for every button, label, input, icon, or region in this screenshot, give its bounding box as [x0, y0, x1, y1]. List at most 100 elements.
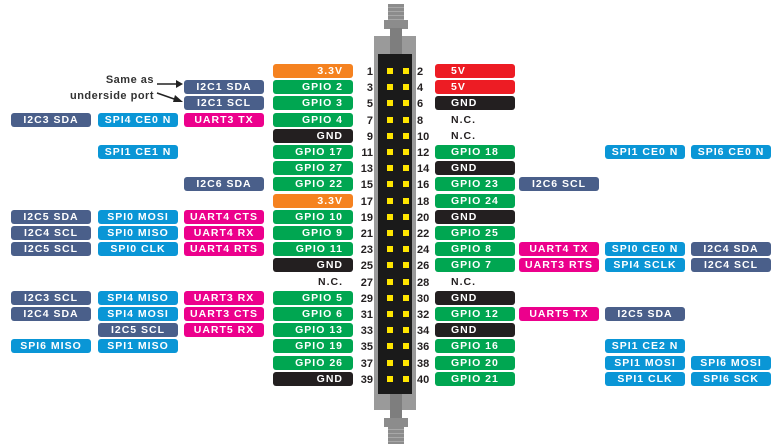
pin-number-28: 28	[417, 277, 430, 289]
pin-label-34: GND	[435, 323, 515, 337]
pin-label-38: GPIO 20	[435, 356, 515, 370]
alt-function-spi-pin-19: SPI0 MOSI	[98, 210, 178, 224]
header-top-stem	[388, 4, 404, 21]
alt-function-i2c-pin-3: I2C1 SDA	[184, 80, 264, 94]
pin-8-contact	[403, 116, 409, 123]
pin-label-26: GPIO 7	[435, 258, 515, 272]
pin-number-19: 19	[360, 212, 373, 224]
alt-function-uart-pin-23: UART4 RTS	[184, 242, 264, 256]
alt-function-i2c-pin-16: I2C6 SCL	[519, 177, 599, 191]
pin-label-32: GPIO 12	[435, 307, 515, 321]
pin-label-8: N.C.	[451, 114, 476, 126]
pin-number-15: 15	[360, 179, 373, 191]
pin-number-14: 14	[417, 163, 430, 175]
header-top-neck	[390, 28, 402, 54]
pin-9-contact	[387, 132, 393, 139]
pin-number-26: 26	[417, 260, 430, 272]
alt-function-uart-pin-33: UART5 RX	[184, 323, 264, 337]
pin-label-36: GPIO 16	[435, 339, 515, 353]
header-bottom-collar	[384, 418, 408, 427]
pin-label-1: 3.3V	[273, 64, 353, 78]
arrow-icon	[156, 80, 183, 102]
pin-6-contact	[403, 100, 409, 107]
alt-function-i2c-pin-15: I2C6 SDA	[184, 177, 264, 191]
pin-number-32: 32	[417, 309, 430, 321]
pin-label-7: GPIO 4	[273, 113, 353, 127]
alt-function-i2c-pin-21: I2C4 SCL	[11, 226, 91, 240]
pin-34-contact	[403, 327, 409, 334]
pin-4-contact	[403, 84, 409, 91]
alt-function-uart-pin-19: UART4 CTS	[184, 210, 264, 224]
pin-2-contact	[403, 68, 409, 74]
pin-number-13: 13	[360, 163, 373, 175]
alt-function-i2c-pin-23: I2C5 SCL	[11, 242, 91, 256]
pin-37-contact	[387, 359, 393, 366]
pin-label-30: GND	[435, 291, 515, 305]
pin-number-4: 4	[417, 82, 424, 94]
pin-35-contact	[387, 343, 393, 350]
alt-function-i2c-pin-5: I2C1 SCL	[184, 96, 264, 110]
pin-number-11: 11	[361, 147, 373, 159]
pin-number-8: 8	[417, 115, 424, 127]
pin-label-21: GPIO 9	[273, 226, 353, 240]
pin-number-5: 5	[366, 98, 373, 110]
alt-function-spi-pin-38: SPI1 MOSI	[605, 356, 685, 370]
pin-label-24: GPIO 8	[435, 242, 515, 256]
pin-label-40: GPIO 21	[435, 372, 515, 386]
alt-function-spi-pin-36: SPI1 CE2 N	[605, 339, 685, 353]
pin-25-contact	[387, 262, 393, 269]
alt-function-spi-pin-29: SPI4 MISO	[98, 291, 178, 305]
pin-33-contact	[387, 327, 393, 334]
pin-number-30: 30	[417, 293, 430, 305]
pin-number-38: 38	[417, 358, 430, 370]
pin-27-contact	[387, 278, 393, 285]
pin-number-27: 27	[360, 277, 373, 289]
pin-26-contact	[403, 262, 409, 269]
pin-20-contact	[403, 213, 409, 220]
alt-function-spi-pin-35: SPI1 MISO	[98, 339, 178, 353]
alt-function-spi-pin-26: SPI4 SCLK	[605, 258, 685, 272]
header-pin-block	[378, 54, 412, 394]
pin-label-11: GPIO 17	[273, 145, 353, 159]
alt-function-spi-pin-12: SPI6 CE0 N	[691, 145, 771, 159]
pin-number-23: 23	[360, 244, 373, 256]
pin-label-25: GND	[273, 258, 353, 272]
pin-label-5: GPIO 3	[273, 96, 353, 110]
pin-label-10: N.C.	[451, 130, 476, 142]
pin-number-1: 1	[366, 66, 373, 78]
alt-function-spi-pin-12: SPI1 CE0 N	[605, 145, 685, 159]
alt-function-uart-pin-24: UART4 TX	[519, 242, 599, 256]
pin-3-contact	[387, 84, 393, 91]
pin-number-24: 24	[417, 244, 430, 256]
pin-number-25: 25	[360, 260, 373, 272]
pin-28-contact	[403, 278, 409, 285]
pin-label-4: 5V	[435, 80, 515, 94]
pin-21-contact	[387, 230, 393, 236]
pin-label-23: GPIO 11	[273, 242, 353, 256]
alt-function-spi-pin-40: SPI1 CLK	[605, 372, 685, 386]
pin-15-contact	[387, 181, 393, 188]
pin-16-contact	[403, 181, 409, 188]
pin-label-28: N.C.	[451, 276, 476, 288]
pin-number-9: 9	[366, 131, 373, 143]
note-line-1: Same as	[105, 74, 154, 86]
alt-function-spi-pin-38: SPI6 MOSI	[691, 356, 771, 370]
pin-17-contact	[387, 197, 393, 204]
header-top-collar	[384, 20, 408, 29]
pin-7-contact	[387, 116, 393, 123]
pin-label-27: N.C.	[318, 276, 343, 288]
pin-10-contact	[403, 132, 409, 139]
pin-label-12: GPIO 18	[435, 145, 515, 159]
pin-40-contact	[403, 375, 409, 382]
alt-function-spi-pin-31: SPI4 MOSI	[98, 307, 178, 321]
alt-function-spi-pin-11: SPI1 CE1 N	[98, 145, 178, 159]
pin-31-contact	[387, 311, 393, 317]
pin-number-35: 35	[360, 341, 373, 353]
pin-number-29: 29	[360, 293, 373, 305]
header-bottom-neck	[390, 394, 402, 418]
alt-function-i2c-pin-29: I2C3 SCL	[11, 291, 91, 305]
pin-18-contact	[403, 197, 409, 204]
pin-11-contact	[387, 149, 393, 155]
pin-30-contact	[403, 294, 409, 301]
pin-number-7: 7	[366, 115, 373, 127]
